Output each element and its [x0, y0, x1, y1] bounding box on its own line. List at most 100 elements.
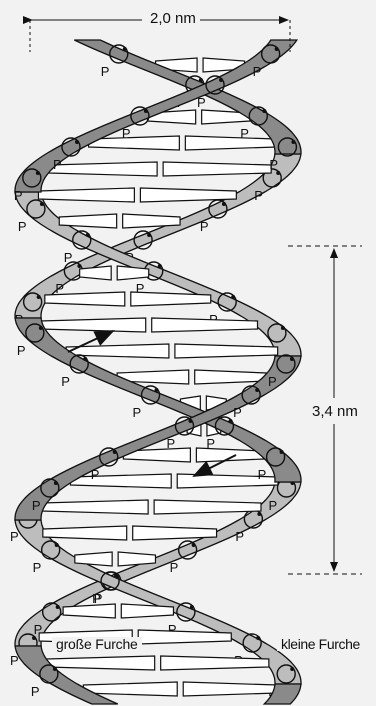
sugar-dot	[55, 543, 59, 547]
sugar-dot	[86, 233, 90, 237]
phosphate-label: P	[268, 498, 277, 513]
base-left	[43, 526, 127, 540]
phosphate-label: P	[53, 157, 62, 172]
sugar-dot	[147, 233, 151, 237]
base-right	[123, 214, 180, 228]
sugar-dot	[290, 667, 294, 671]
phosphate-label: P	[61, 374, 70, 389]
phosphate-label: P	[269, 157, 278, 172]
phosphate-label: P	[14, 188, 23, 203]
major-groove-label: große Furche	[52, 637, 142, 651]
base-left	[70, 474, 171, 488]
sugar-dot	[257, 512, 261, 516]
phosphate-label: P	[197, 95, 206, 110]
base-left	[45, 292, 125, 306]
phosphate-label: P	[17, 343, 26, 358]
sugar-dot	[113, 450, 117, 454]
sugar-dot	[158, 264, 162, 268]
base-right	[185, 136, 276, 150]
sugar-dot	[275, 47, 279, 51]
sugar-dot	[291, 140, 295, 144]
sugar-dot	[290, 357, 294, 361]
base-left	[63, 604, 115, 618]
base-right	[140, 188, 236, 202]
sugar-dot	[255, 388, 259, 392]
base-left	[75, 552, 112, 566]
phosphate-label: P	[64, 250, 73, 265]
base-left	[80, 266, 112, 280]
base-right	[154, 500, 261, 514]
phosphate-label: P	[91, 467, 100, 482]
phosphate-label: P	[268, 374, 277, 389]
sugar-dot	[77, 264, 81, 268]
sugar-dot	[40, 202, 44, 206]
phosphate-label: P	[166, 436, 175, 451]
sugar-dot	[199, 78, 203, 82]
helix-width-label: 2,0 nm	[146, 11, 200, 26]
phosphate-label: P	[32, 498, 41, 513]
sugar-dot	[56, 605, 60, 609]
phosphate-label: P	[18, 219, 27, 234]
sugar-dot	[280, 450, 284, 454]
base-right	[121, 604, 173, 618]
sugar-dot	[114, 574, 118, 578]
sugar-dot	[39, 326, 43, 330]
phosphate-label: P	[33, 560, 42, 575]
sugar-dot	[144, 109, 148, 113]
sugar-dot	[75, 140, 79, 144]
base-right	[133, 526, 217, 540]
phosphate-label: P	[92, 591, 101, 606]
phosphate-label: P	[253, 64, 262, 79]
sugar-dot	[256, 636, 260, 640]
sugar-dot	[53, 667, 57, 671]
phosphate-label: P	[258, 467, 267, 482]
sugar-dot	[83, 357, 87, 361]
sugar-dot	[155, 388, 159, 392]
phosphate-label: P	[254, 188, 263, 203]
base-left	[59, 214, 116, 228]
phosphate-label: P	[233, 405, 242, 420]
base-right	[131, 292, 211, 306]
sugar-dot	[231, 295, 235, 299]
sugar-dot	[228, 419, 232, 423]
sugar-dot	[190, 605, 194, 609]
sugar-dot	[192, 543, 196, 547]
base-left	[47, 656, 155, 670]
base-right	[117, 266, 149, 280]
helix-pitch-label: 3,4 nm	[308, 404, 362, 419]
phosphate-label: P	[240, 126, 249, 141]
base-right	[152, 318, 258, 332]
phosphate-label: P	[170, 560, 179, 575]
sugar-dot	[54, 481, 58, 485]
phosphate-label: P	[122, 126, 131, 141]
sugar-dot	[219, 78, 223, 82]
phosphate-label: P	[10, 529, 19, 544]
sugar-dot	[32, 636, 36, 640]
phosphate-label: P	[235, 529, 244, 544]
base-left	[41, 500, 148, 514]
phosphate-label: P	[133, 405, 142, 420]
base-right	[163, 162, 271, 176]
phosphate-label: P	[200, 219, 209, 234]
base-right	[118, 552, 155, 566]
base-left	[38, 188, 134, 202]
phosphate-label: P	[31, 684, 40, 699]
base-right	[175, 344, 278, 358]
sugar-dot	[262, 109, 266, 113]
sugar-dot	[281, 326, 285, 330]
sugar-dot	[188, 419, 192, 423]
phosphate-label: P	[206, 436, 215, 451]
sugar-dot	[36, 171, 40, 175]
sugar-dot	[37, 295, 41, 299]
base-left	[40, 318, 146, 332]
base-right	[161, 656, 269, 670]
sugar-dot	[222, 202, 226, 206]
base-right	[183, 682, 277, 696]
phosphate-label: P	[101, 64, 110, 79]
base-right	[138, 630, 231, 644]
minor-groove-label: kleine Furche	[277, 637, 364, 651]
base-left	[49, 162, 157, 176]
base-right	[195, 370, 267, 384]
